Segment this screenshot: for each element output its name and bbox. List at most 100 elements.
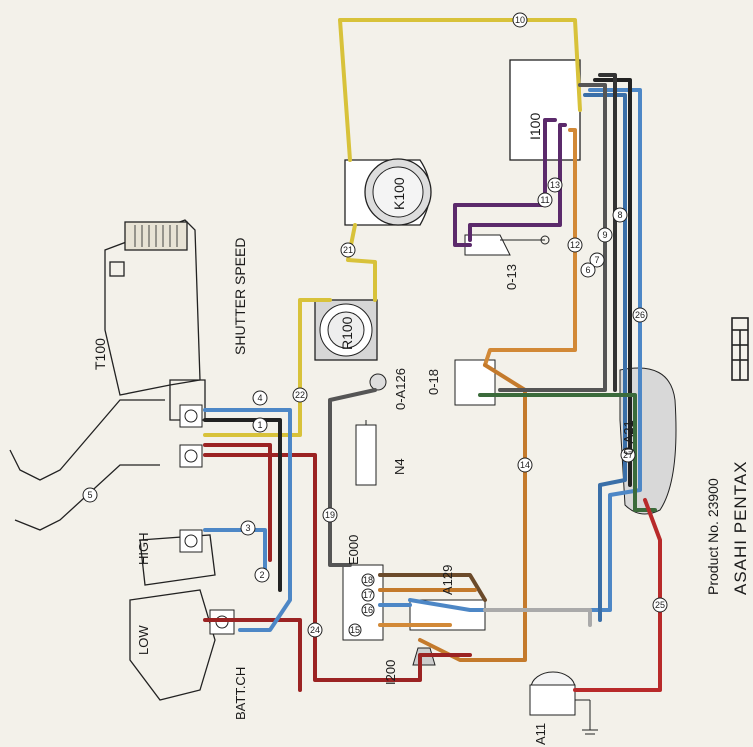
high-contact-terminal (184, 449, 198, 463)
label-batt-ch: BATT.CH (233, 667, 248, 720)
svg-text:8: 8 (617, 210, 622, 220)
marker-3: 3 (240, 520, 256, 536)
label-k100: K100 (391, 177, 407, 210)
marker-26: 26 (632, 307, 648, 323)
marker-21: 21 (340, 242, 356, 258)
svg-text:16: 16 (363, 605, 373, 615)
marker-22: 22 (292, 387, 308, 403)
marker-10: 10 (512, 12, 528, 28)
svg-text:13: 13 (550, 180, 560, 190)
wire-8-black (598, 73, 617, 392)
shutter-contact-top (179, 404, 203, 428)
lever-arm-lower (14, 464, 160, 531)
wire-3-blue (203, 528, 267, 572)
wire-13-purple (468, 123, 567, 242)
o13-component (464, 234, 550, 256)
switch-contacts (179, 404, 235, 635)
wires (203, 18, 662, 692)
marker-7: 9 (597, 227, 613, 243)
marker-27: 27 (620, 447, 636, 463)
r100-component (314, 299, 378, 361)
high-contact (179, 444, 203, 468)
shutter-contact-top-terminal (184, 409, 198, 423)
label-o18: 0-18 (426, 369, 441, 395)
wire-11-purple (453, 118, 557, 247)
svg-text:19: 19 (325, 510, 335, 520)
wire-7-black (593, 78, 632, 487)
wire-e000-brown (378, 573, 487, 602)
marker-e16: 16 (361, 603, 375, 617)
wire-12-orange (483, 128, 577, 367)
low-contact-terminal (184, 534, 198, 548)
svg-text:1: 1 (257, 420, 262, 430)
label-o13: 0-13 (504, 264, 519, 290)
label-low: LOW (136, 625, 151, 655)
wire-6-blue (583, 93, 627, 622)
marker-5: 5 (82, 487, 98, 503)
svg-text:5: 5 (87, 490, 92, 500)
lever-arm-upper (9, 399, 165, 481)
svg-text:6: 6 (585, 265, 590, 275)
wire-22-yellow (203, 298, 332, 437)
label-a129: A129 (440, 565, 455, 595)
me-logo (731, 317, 749, 381)
label-e000: E000 (346, 535, 361, 565)
marker-2: 2 (254, 567, 270, 583)
svg-text:11: 11 (540, 195, 549, 205)
switch-assembly (9, 219, 216, 701)
wire-markers: 10 11 12 13 21 22 24 25 26 27 14 19 8 9 … (82, 12, 668, 638)
svg-text:15: 15 (350, 625, 360, 635)
marker-1: 1 (252, 417, 268, 433)
battery-check-plate (129, 589, 216, 701)
svg-text:27: 27 (623, 450, 633, 460)
label-r100: R100 (339, 316, 355, 350)
marker-6: 8 (612, 207, 628, 223)
label-brand: ASAHI PENTAX (731, 461, 750, 596)
marker-12: 12 (567, 237, 583, 253)
svg-text:22: 22 (295, 390, 305, 400)
label-high: HIGH (136, 533, 151, 566)
label-shutter-speed: SHUTTER SPEED (232, 238, 248, 355)
marker-9: 6 (580, 262, 596, 278)
wire-24-red (203, 453, 472, 682)
low-contact (179, 529, 203, 553)
t100-chip (109, 261, 125, 277)
svg-text:21: 21 (343, 245, 353, 255)
wire-21-yellow (346, 223, 377, 302)
marker-24: 24 (307, 622, 323, 638)
label-product-number: Product No. 23900 (705, 478, 721, 595)
label-i100: I100 (527, 113, 543, 140)
wire-switch-red (203, 443, 272, 562)
wire-26-blue (408, 88, 642, 612)
svg-text:26: 26 (635, 310, 645, 320)
wire-a129-grey (483, 608, 592, 627)
label-a11: A11 (533, 723, 548, 745)
marker-e17: 17 (361, 588, 375, 602)
labels: SHUTTER SPEED T100 HIGH LOW BATT.CH I100… (92, 113, 750, 745)
marker-11: 11 (537, 192, 553, 208)
svg-text:24: 24 (310, 625, 320, 635)
svg-text:4: 4 (257, 393, 262, 403)
oa126-component (369, 373, 387, 391)
svg-text:25: 25 (655, 600, 665, 610)
label-oa126: 0-A126 (393, 368, 408, 410)
marker-8: 7 (589, 252, 605, 268)
svg-text:12: 12 (570, 240, 580, 250)
marker-e18: 18 (361, 573, 375, 587)
svg-text:2: 2 (259, 570, 264, 580)
wire-19-grey (328, 388, 377, 567)
label-t100: T100 (92, 338, 108, 370)
label-i200: I200 (383, 660, 398, 685)
label-n4: N4 (392, 458, 407, 475)
svg-text:18: 18 (363, 575, 373, 585)
n4-component (355, 420, 377, 486)
svg-text:9: 9 (602, 230, 607, 240)
wire-25-red (573, 498, 662, 692)
wire-10-yellow (338, 18, 582, 162)
marker-14: 14 (517, 457, 533, 473)
marker-25: 25 (652, 597, 668, 613)
marker-19: 19 (322, 507, 338, 523)
k100-component (344, 158, 432, 226)
